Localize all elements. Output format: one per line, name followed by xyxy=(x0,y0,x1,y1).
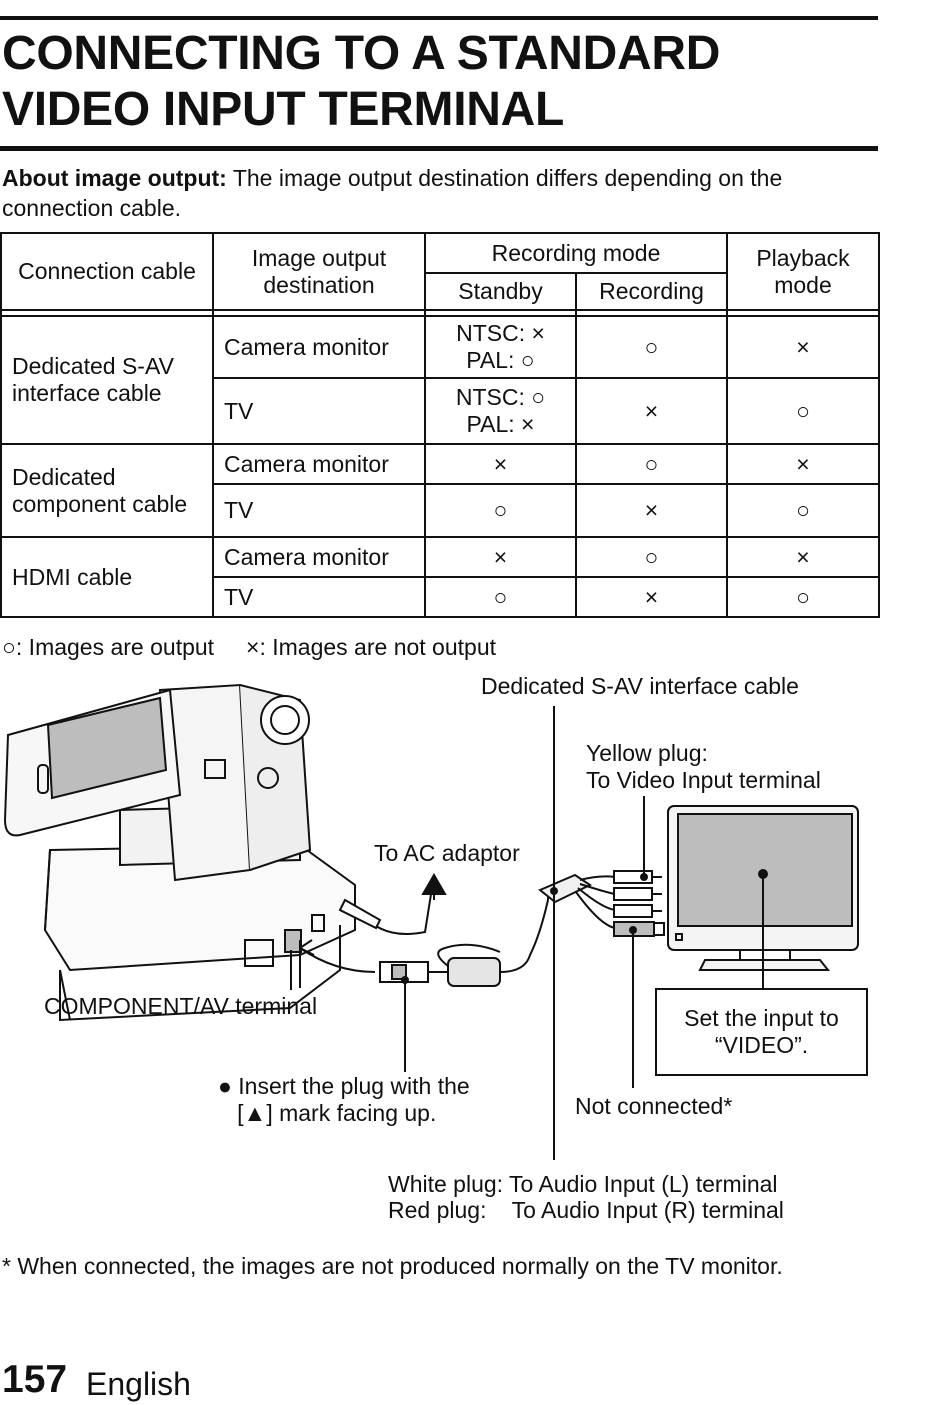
cell-recording: ○ xyxy=(574,315,729,379)
header-recording-mode: Recording mode xyxy=(423,232,729,274)
cell-recording: × xyxy=(574,576,729,618)
standby-pal: PAL: × xyxy=(466,411,535,437)
cell-recording: × xyxy=(574,377,729,445)
up-arrow-icon xyxy=(421,873,447,895)
table-row: TV NTSC: ○PAL: × × ○ xyxy=(1,377,881,445)
set-input-line2: “VIDEO”. xyxy=(714,1032,809,1058)
insert-plug-line2: [▲] mark facing up. xyxy=(237,1100,437,1126)
yellow-plug-line1: Yellow plug: xyxy=(586,740,708,766)
header-standby: Standby xyxy=(424,272,577,311)
cell-recording: × xyxy=(574,483,729,538)
header-image-output-destination: Image output destination xyxy=(212,232,426,311)
label-to-ac-adaptor: To AC adaptor xyxy=(374,840,520,866)
cell-recording: ○ xyxy=(574,536,729,578)
connection-diagram xyxy=(3,683,859,1160)
legend-output: ○: Images are output xyxy=(2,634,215,660)
cell-destination: TV xyxy=(212,576,426,618)
label-not-connected: Not connected* xyxy=(575,1093,733,1119)
cell-standby: NTSC: ○PAL: × xyxy=(424,377,577,445)
cell-playback: × xyxy=(726,315,881,379)
cell-cable: Dedicated component cable xyxy=(0,443,214,538)
about-image-output: About image output: The image output des… xyxy=(2,163,882,223)
cell-playback: × xyxy=(726,443,881,485)
page-number: 157 xyxy=(2,1358,68,1401)
cell-recording: ○ xyxy=(574,443,729,485)
table-row: Dedicated component cable Camera monitor… xyxy=(0,443,881,538)
label-red-plug: Red plug: To Audio Input (R) terminal xyxy=(388,1197,784,1223)
standby-ntsc: NTSC: × xyxy=(456,320,545,346)
bullet-icon: ● xyxy=(218,1073,232,1099)
cell-destination: TV xyxy=(212,377,426,445)
label-component-av-terminal: COMPONENT/AV terminal xyxy=(44,993,318,1019)
about-text: The image output destination differs dep… xyxy=(2,165,783,221)
cell-destination: TV xyxy=(212,483,426,538)
label-insert-plug: ● Insert the plug with the [▲] mark faci… xyxy=(218,1073,470,1127)
cell-destination: Camera monitor xyxy=(212,536,426,578)
cell-destination: Camera monitor xyxy=(212,315,426,379)
table-row: TV ○ × ○ xyxy=(1,483,881,538)
page-title-line1: CONNECTING TO A STANDARD xyxy=(2,27,721,80)
cell-standby: ○ xyxy=(424,483,577,538)
page-title-line2: VIDEO INPUT TERMINAL xyxy=(2,83,565,136)
cell-destination: Camera monitor xyxy=(212,443,426,485)
footnote: * When connected, the images are not pro… xyxy=(2,1253,783,1279)
header-connection-cable: Connection cable xyxy=(0,232,214,311)
title-rule xyxy=(0,146,878,151)
image-output-table: Connection cable Image output destinatio… xyxy=(0,232,881,618)
top-rule xyxy=(0,16,878,20)
camera-illustration xyxy=(3,683,433,1022)
cell-standby: × xyxy=(424,536,577,578)
cell-playback: ○ xyxy=(726,576,881,618)
table-row: Dedicated S-AV interface cable Camera mo… xyxy=(0,315,881,445)
cell-standby: ○ xyxy=(424,576,577,618)
cell-playback: ○ xyxy=(726,377,881,445)
set-input-line1: Set the input to xyxy=(684,1005,839,1031)
header-playback-mode: Playback mode xyxy=(726,232,881,311)
yellow-plug-line2: To Video Input terminal xyxy=(586,767,821,793)
standby-pal: PAL: ○ xyxy=(466,347,535,373)
cell-cable: Dedicated S-AV interface cable xyxy=(0,315,214,445)
set-input-note-box: Set the input to“VIDEO”. xyxy=(655,988,868,1076)
label-dedicated-sav-cable: Dedicated S-AV interface cable xyxy=(481,673,799,699)
cell-playback: ○ xyxy=(726,483,881,538)
label-yellow-plug: Yellow plug:To Video Input terminal xyxy=(586,740,821,794)
cell-standby: NTSC: ×PAL: ○ xyxy=(424,315,577,379)
page-language: English xyxy=(86,1366,191,1402)
standby-ntsc: NTSC: ○ xyxy=(455,384,546,410)
about-label: About image output: xyxy=(2,165,227,191)
table-row: TV ○ × ○ xyxy=(1,576,881,618)
symbol-legend: ○: Images are output ×: Images are not o… xyxy=(2,633,496,661)
insert-plug-line1: Insert the plug with the xyxy=(238,1073,470,1099)
header-recording: Recording xyxy=(574,272,729,311)
cell-playback: × xyxy=(726,536,881,578)
table-spacer-row xyxy=(0,309,881,317)
cell-standby: × xyxy=(424,443,577,485)
table-row: HDMI cable Camera monitor × ○ × xyxy=(0,536,881,618)
cell-cable: HDMI cable xyxy=(0,536,214,618)
label-white-plug: White plug: To Audio Input (L) terminal xyxy=(388,1171,778,1197)
legend-not-output: ×: Images are not output xyxy=(246,634,496,660)
